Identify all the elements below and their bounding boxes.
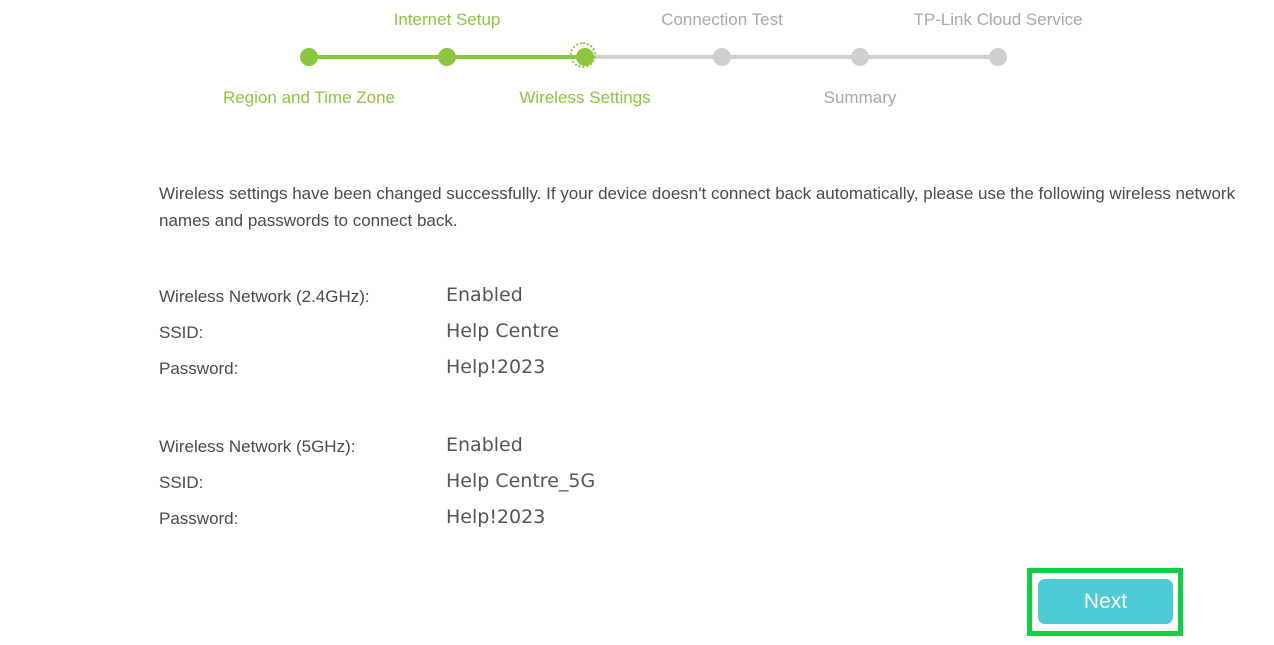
step-label-summary: Summary — [823, 88, 897, 107]
password-label: Password: — [159, 359, 239, 378]
step-dot-region — [300, 48, 318, 66]
success-message: Wireless settings have been changed succ… — [159, 184, 1236, 230]
step-label-connection-test: Connection Test — [661, 10, 783, 29]
step-label-region: Region and Time Zone — [223, 88, 395, 107]
ssid-value: Help Centre_5G — [446, 470, 596, 492]
band-status: Enabled — [446, 284, 523, 306]
step-label-cloud: TP-Link Cloud Service — [913, 10, 1083, 29]
next-button[interactable]: Next — [1038, 579, 1173, 624]
password-label: Password: — [159, 509, 239, 528]
ssid-label: SSID: — [159, 323, 204, 342]
step-dot-connection-test — [713, 48, 731, 66]
step-label-wireless: Wireless Settings — [519, 88, 651, 107]
step-dot-summary — [851, 48, 869, 66]
band-status: Enabled — [446, 434, 523, 456]
band-label: Wireless Network (2.4GHz): — [159, 287, 370, 306]
highlight-box — [1027, 568, 1183, 636]
progress-line-todo — [585, 55, 998, 59]
step-dot-wireless — [570, 42, 596, 68]
password-value: Help!2023 — [446, 506, 546, 528]
step-dot-cloud — [989, 48, 1007, 66]
step-label-internet: Internet Setup — [393, 10, 501, 29]
password-value: Help!2023 — [446, 356, 546, 378]
band-label: Wireless Network (5GHz): — [159, 437, 356, 456]
ssid-label: SSID: — [159, 473, 204, 492]
step-dot-internet — [438, 48, 456, 66]
ssid-value: Help Centre — [446, 320, 559, 342]
